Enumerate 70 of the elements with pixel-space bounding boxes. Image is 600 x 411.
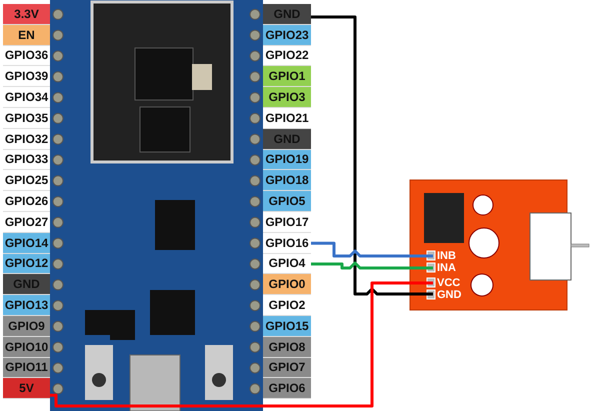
pin-label-cell (3, 150, 50, 170)
pin-name: GPIO23 (265, 28, 309, 42)
pin-name: GPIO16 (265, 236, 309, 250)
pin-label-cell (263, 191, 311, 212)
pin-name: GPIO34 (4, 90, 48, 104)
pin-label-cell (263, 254, 311, 274)
pin-name: GPIO6 (268, 381, 306, 396)
pin-name: GPIO15 (265, 318, 309, 333)
pin-label-cell (263, 128, 311, 150)
pin-label-cell (3, 358, 50, 378)
module-pin-label: GND (437, 289, 462, 301)
pin-label-cell (263, 24, 311, 46)
pin-label-cell (263, 46, 311, 66)
pin-label-cell (3, 378, 50, 400)
pin-name: 3.3V (14, 6, 39, 21)
pin-name: GPIO10 (4, 340, 48, 354)
pin-name: GPIO12 (4, 256, 48, 270)
pin-label-cell (3, 316, 50, 337)
pin-name: GPIO35 (4, 110, 48, 125)
pin-label-cell (3, 274, 50, 296)
pin-name: GPIO22 (265, 48, 309, 62)
pin-label-cell (263, 378, 311, 400)
pin-name: GPIO18 (265, 173, 309, 188)
pin-name: GPIO36 (4, 48, 48, 62)
wire (311, 16, 433, 296)
wire (50, 282, 433, 408)
pin-name: GPIO32 (4, 132, 48, 146)
pin-name: GPIO4 (268, 256, 306, 270)
pin-name: GPIO26 (4, 194, 48, 208)
pin-label-cell (263, 4, 311, 25)
pin-name: GPIO17 (265, 214, 309, 229)
pin-label-cell (3, 336, 50, 358)
pin-name: EN (18, 28, 35, 42)
pin-name: 5V (19, 381, 34, 396)
pin-name: GPIO39 (4, 69, 48, 84)
pin-name: GPIO0 (268, 277, 306, 292)
pin-label-cell (263, 336, 311, 358)
wire (311, 242, 433, 258)
pin-label-cell (3, 46, 50, 66)
module-pin-label: VCC (437, 277, 460, 289)
pin-name: GPIO21 (265, 110, 309, 125)
pin-label-cell (3, 254, 50, 274)
pin-name: GPIO13 (4, 298, 48, 312)
wire (311, 262, 433, 270)
pin-name: GPIO19 (265, 152, 309, 166)
pin-label-cell (3, 232, 50, 254)
pin-name: GPIO25 (4, 173, 48, 188)
pin-label-cell (3, 295, 50, 316)
pin-label-cell (263, 274, 311, 296)
pin-name: GPIO8 (268, 340, 306, 354)
pin-label-cell (263, 66, 311, 88)
pin-name: GPIO27 (4, 214, 48, 229)
pin-label-cell (3, 4, 50, 25)
pin-name: GPIO14 (4, 236, 48, 250)
pin-name: GPIO7 (268, 360, 306, 374)
module-pin-label: INB (437, 250, 456, 262)
pin-label-cell (263, 170, 311, 192)
pin-name: GPIO5 (268, 194, 306, 208)
pin-name: GPIO2 (268, 298, 306, 312)
pin-label-cell (263, 87, 311, 108)
pin-name: GPIO11 (5, 360, 48, 374)
pin-name: GPIO33 (4, 152, 48, 166)
pin-label-cell (263, 150, 311, 170)
pin-label-cell (3, 24, 50, 46)
pin-label-cell (263, 358, 311, 378)
pin-name: GPIO9 (8, 318, 45, 333)
module-pin-label: INA (437, 262, 456, 274)
pin-label-cell (263, 316, 311, 337)
pin-name: GPIO1 (268, 69, 306, 84)
pin-name: GPIO3 (268, 90, 306, 104)
